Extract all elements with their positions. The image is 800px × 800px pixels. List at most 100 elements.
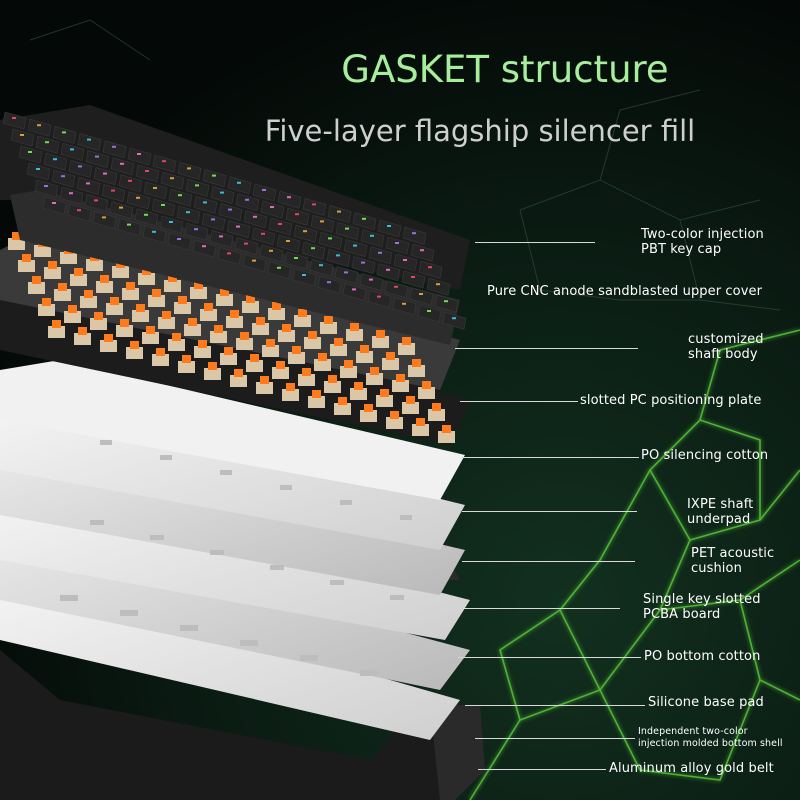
switch-housing [418,387,435,399]
key-legend-glow [328,237,332,240]
switch-stem [286,383,295,391]
keycap [185,179,210,197]
switch-housing [70,274,87,286]
switch-housing [8,238,25,250]
keycap [201,213,226,231]
switch-housing [34,245,51,257]
switch-stem [302,368,311,376]
switch-stem [256,317,265,325]
switch-housing [438,431,455,443]
key-legend-glow [369,278,373,281]
keycap [309,258,334,277]
label-silicone-base-pad: Silicone base pad [648,695,764,710]
key-legend-glow [178,194,182,197]
switch-housing [210,331,227,343]
key-legend-glow [277,266,281,269]
keycap [176,205,201,224]
keycap [318,232,343,250]
switch-housing [298,374,315,386]
key-legend-glow [20,134,24,136]
keycap [210,186,235,204]
key-legend-glow [302,274,306,276]
keycap [418,260,443,279]
key-legend-glow [294,257,298,259]
switch-stem [188,318,197,326]
switch-housing [392,380,409,392]
label-gold-belt: Aluminum alloy gold belt [609,761,774,776]
switch-housing [200,309,217,321]
key-legend-glow [36,168,40,170]
switch-stem [198,340,207,348]
key-legend-glow [212,174,216,177]
keycap [184,222,209,241]
key-legend-glow [377,295,381,298]
label-pcba-board: Single key slotted PCBA board [643,592,761,622]
switch-stem [68,305,77,313]
keycap [343,239,368,257]
switch-stem [156,348,165,356]
switch-housing [190,287,207,299]
switch-housing [74,333,91,345]
keycap [377,219,402,238]
key-legend-glow [269,249,273,252]
key-legend-glow [412,232,416,235]
keycap [218,203,243,221]
leader-line [462,457,639,458]
keycap [410,243,435,262]
keycap [42,196,67,215]
keycap [77,133,102,151]
key-legend-glow [228,208,232,211]
keycap [317,275,342,294]
keycap [352,212,377,231]
switch-housing [178,361,195,373]
key-legend-glow [245,198,249,201]
key-legend-glow [53,158,57,161]
keycap [68,160,93,178]
switch-housing [44,267,61,279]
label-positioning-plate: slotted PC positioning plate [580,393,762,408]
label-pet-cushion: PET acoustic cushion [691,546,775,576]
key-legend-glow [286,240,290,242]
keycap [202,169,227,187]
key-legend-glow [127,223,131,226]
keycap [26,162,51,181]
switch-stem [52,320,61,328]
keycap [360,229,385,248]
key-legend-glow [94,199,98,202]
switch-stem [172,333,181,341]
keycap [368,246,393,265]
key-legend-glow [187,167,191,170]
key-legend-glow [295,213,299,216]
keycap [359,273,384,291]
switch-stem [234,369,243,377]
keycap [35,135,60,154]
keycap [293,224,318,243]
key-legend-glow [203,201,207,204]
label-shaft-body: customized shaft body [688,332,764,362]
key-legend-glow [219,235,223,238]
key-legend-glow [419,293,423,295]
keycap [442,311,467,330]
switch-stem [354,382,363,390]
switch-housing [164,280,181,292]
key-legend-glow [102,216,106,219]
switch-stem [370,367,379,375]
switch-housing [38,304,55,316]
key-legend-glow [52,202,56,204]
key-legend-glow [262,189,266,191]
switch-stem [178,296,187,304]
switch-housing [54,289,71,301]
switch-stem [318,353,327,361]
switch-stem [136,304,145,312]
switch-housing [112,266,129,278]
key-legend-glow [78,165,82,168]
switch-stem [324,316,333,324]
switch-housing [48,326,65,338]
key-legend-glow [336,254,340,257]
keycap [268,217,293,236]
keycap [310,215,335,233]
keycap [102,140,127,159]
keycap [259,244,284,263]
keycap [126,191,151,210]
switch-housing [320,322,337,334]
